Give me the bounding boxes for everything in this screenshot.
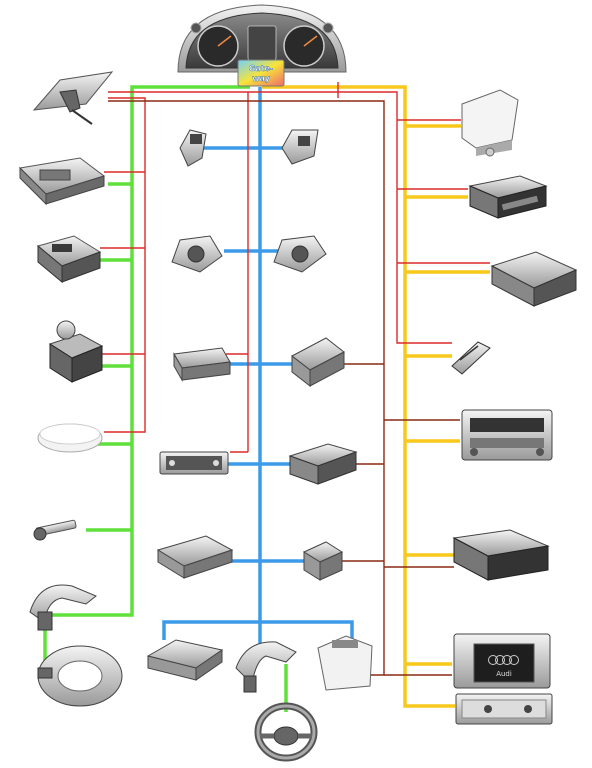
central-lock-unit [156, 535, 234, 579]
telephone-handset [451, 341, 491, 375]
window-motor-rear-left [171, 235, 223, 273]
diagnostic-bus [100, 82, 490, 453]
tv-tuner [455, 693, 553, 725]
lighting-module [291, 337, 345, 388]
dvd-drive [452, 529, 550, 581]
gateway-chip: Gate- way [237, 59, 285, 87]
phone-adapter [461, 89, 519, 157]
bus-lines [43, 82, 490, 712]
lin-bus [108, 100, 460, 676]
steering-angle-sensor [29, 584, 97, 631]
wiper-control [317, 635, 373, 691]
comfort-control-unit [173, 347, 231, 382]
radio-unit [461, 409, 553, 461]
relay-box [302, 541, 344, 581]
door-module [288, 443, 358, 485]
navigation-unit [490, 251, 578, 307]
instrument-cluster [177, 4, 347, 73]
transmission-control-unit [36, 235, 102, 284]
sensor-bracket [32, 71, 114, 125]
window-motor-front-left [179, 129, 207, 167]
gateway-label-line1: Gate- [249, 64, 274, 73]
mmi-display: Audi [453, 633, 551, 689]
cd-changer [468, 175, 548, 219]
window-motor-rear-right [273, 235, 327, 273]
gateway-label-line2: way [252, 74, 271, 83]
mmi-brand-label: Audi [496, 670, 512, 678]
window-motor-front-right [281, 129, 319, 165]
convenience-bus [162, 87, 354, 648]
infotainment-bus [262, 85, 490, 708]
seat-module [146, 639, 224, 681]
climate-control-panel [159, 451, 229, 475]
engine-control-unit [18, 157, 106, 206]
abs-unit [48, 320, 104, 383]
clock-spring [37, 645, 123, 707]
airbag-sensor-ring [37, 423, 103, 453]
steering-column-module [235, 641, 297, 693]
temperature-sensor [33, 519, 77, 541]
multifunction-steering-wheel [254, 702, 318, 762]
